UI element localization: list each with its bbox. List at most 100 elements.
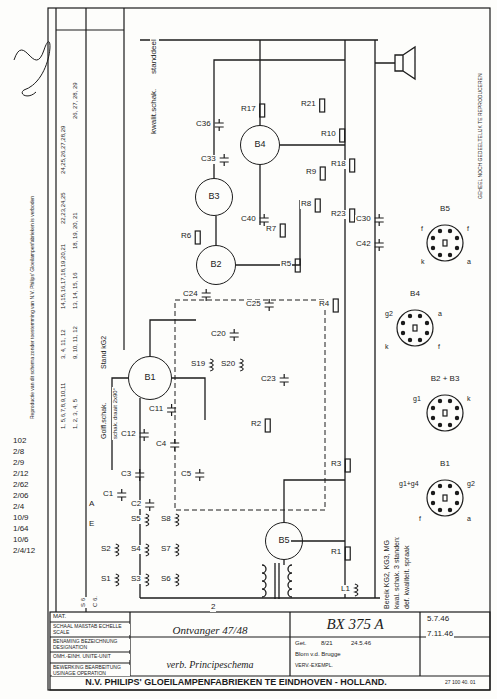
base-pin [455, 491, 458, 494]
rotated-note: schak. draait 2x90° [112, 387, 119, 440]
rotated-note: Stand kG2 [100, 335, 108, 370]
capacitor-label: C11 [148, 405, 164, 414]
base-pin [431, 236, 434, 239]
base-pin [408, 314, 411, 317]
tube-base-diagram: B5 [425, 205, 465, 263]
resistor-label: R5 [280, 260, 292, 269]
coil-symbol [146, 574, 149, 586]
coil-label: S7 [160, 545, 172, 554]
capacitor-label: C5 [180, 470, 192, 479]
base-pin [455, 236, 458, 239]
capacitor-label: C30 [355, 215, 372, 224]
resistor-label: R2 [250, 420, 262, 429]
base-pin [455, 406, 458, 409]
coil-symbol [210, 359, 213, 371]
resistor-label: R10 [320, 130, 337, 139]
sheet-label: 27 100 40. 01 [444, 680, 477, 686]
sheet-label: 2/06 [12, 492, 30, 501]
base-pin [425, 331, 428, 334]
coil-label: S5 [130, 515, 142, 524]
title-block-cell: verb. Principeschema [132, 653, 288, 675]
tube-label: B2 [209, 260, 222, 270]
base-pin [448, 484, 451, 487]
rotated-note: 13, 14, 15, 16 [72, 271, 79, 310]
tube-label: B5 [439, 205, 451, 214]
sheet-label: 2 [210, 603, 216, 612]
sheet-label: BENAMING BEZEICHNUNG DESIGNATION [52, 639, 130, 650]
capacitor-symbol [117, 489, 126, 501]
resistor-label: R17 [240, 105, 257, 114]
base-pin [431, 406, 434, 409]
capacitor-label: C2 [130, 500, 142, 509]
resistor-label: R4 [318, 300, 330, 309]
resistor-label: R1 [330, 548, 342, 557]
sheet-label: g1 [412, 395, 422, 403]
sheet-label: g2 [466, 480, 476, 488]
resistor-label: R7 [265, 225, 277, 234]
capacitor-label: C36 [195, 120, 212, 129]
sheet-label: Blom v.d. Brugge [294, 651, 342, 658]
coil-symbol [116, 544, 119, 556]
capacitor-symbol [202, 289, 211, 301]
base-pin [448, 253, 451, 256]
capacitor-symbol [145, 499, 154, 511]
sheet-label: 2/62 [12, 481, 30, 490]
sheet-label: 5.7.46 [426, 615, 450, 624]
capacitor-label: C12 [120, 430, 137, 439]
capacitor-symbol [265, 299, 274, 311]
base-pin [438, 253, 441, 256]
resistor-symbol [320, 99, 325, 112]
base-pin [438, 508, 441, 511]
resistor-symbol [195, 231, 200, 244]
base-key [443, 495, 447, 501]
capacitor-symbol [135, 469, 144, 481]
tube-base-outline [427, 480, 463, 516]
capacitor-label: C23 [260, 375, 277, 384]
tube-label: BX 375 A [325, 616, 384, 633]
sheet-label: A [88, 500, 95, 509]
base-pin [438, 399, 441, 402]
capacitor-symbol [375, 239, 384, 251]
base-pin [438, 484, 441, 487]
tube-symbol: B1 [128, 356, 172, 400]
rotated-note: Bereik KG2, KG3, MG [383, 539, 391, 610]
base-pin [401, 321, 404, 324]
coil-symbol [176, 574, 179, 586]
resistor-symbol [315, 199, 320, 212]
rotated-note: 3, 4, 11, 12 [60, 328, 67, 360]
resistor-symbol [333, 299, 338, 312]
sheet-label: a [466, 258, 472, 266]
capacitor-symbol [220, 154, 229, 166]
capacitor-label: C24 [182, 290, 199, 299]
resistor-symbol [345, 459, 350, 472]
sheet-label: f [437, 343, 441, 351]
resistor-symbol [320, 167, 325, 180]
resistor-symbol [260, 104, 265, 117]
capacitor-label: C20 [210, 330, 227, 339]
tube-symbol: B4 [240, 125, 280, 165]
rotated-note: S 6 [80, 597, 87, 608]
capacitor-symbol [195, 469, 204, 481]
sheet-label: 7.11.46 [426, 630, 454, 639]
rotated-note: 1, 2, 3, 4, 5 [72, 398, 79, 430]
capacitor-label: C42 [355, 240, 372, 249]
base-pin [418, 338, 421, 341]
coil-label: S2 [100, 545, 112, 554]
rotated-note: Golfl.schak. [100, 401, 108, 440]
coil-label: S6 [160, 575, 172, 584]
rotated-note: def. kwaliteit. spraak [403, 545, 411, 610]
base-pin [401, 331, 404, 334]
base-pin [431, 416, 434, 419]
base-pin [455, 246, 458, 249]
sheet-label: 8/21 [320, 640, 334, 647]
rotated-note: 9, 10, 11, 12 [72, 325, 79, 360]
coil-label: S1 [100, 575, 112, 584]
sheet-label: 2/8 [12, 448, 25, 457]
tube-base-outline [427, 395, 463, 431]
coil-symbol [146, 544, 149, 556]
tube-label: Ontvanger 47/48 [172, 624, 249, 636]
resistor-label: R8 [300, 200, 312, 209]
tube-label: B5 [277, 536, 290, 546]
sheet-label: VERV.-EXEMPL. [294, 663, 334, 669]
